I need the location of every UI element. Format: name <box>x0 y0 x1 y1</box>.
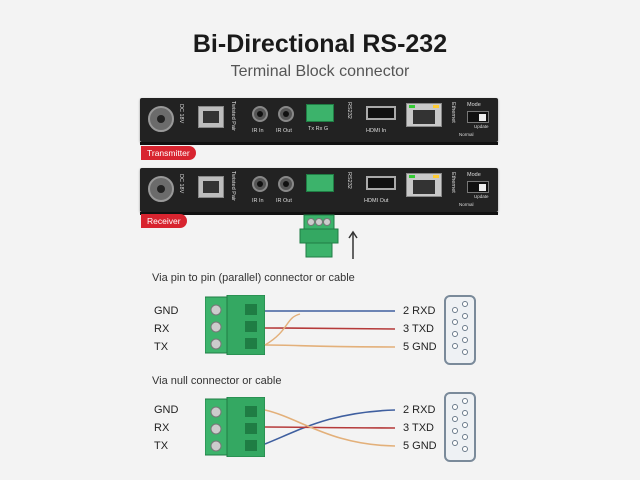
ir-in-label: IR In <box>252 128 264 134</box>
mode-label: Mode <box>467 172 481 178</box>
wire-orange-cross <box>264 313 301 346</box>
ir-out-jack <box>278 106 294 122</box>
dc-power-jack <box>148 106 174 132</box>
terminal-block-icon <box>205 295 265 355</box>
hdmi-in-port <box>366 106 396 120</box>
terminal-block-icon <box>205 397 265 457</box>
db9-label-rxd: 2 RXD <box>403 305 436 317</box>
wire-red <box>264 327 396 330</box>
wire-red <box>264 426 396 429</box>
db9-pin <box>462 325 468 331</box>
db9-pin <box>462 422 468 428</box>
receiver-device: DC 18V Twisted Pair IR In IR Out RS232 H… <box>140 168 498 215</box>
activity-led <box>433 105 439 108</box>
db9-label-gnd: 5 GND <box>403 341 437 353</box>
wire-blue <box>264 409 396 445</box>
mode-label: Mode <box>467 102 481 108</box>
update-label: Update <box>474 194 489 199</box>
tb-pins-label: Tx Rx G <box>308 126 329 132</box>
update-label: Update <box>474 124 489 129</box>
db9-pin <box>452 416 458 422</box>
db9-pin <box>452 404 458 410</box>
page-subtitle: Terminal Block connector <box>230 63 410 80</box>
ir-out-jack <box>278 176 294 192</box>
wire-orange <box>264 344 396 348</box>
mode-switch[interactable] <box>467 181 489 193</box>
hdmi-out-port <box>366 176 396 190</box>
db9-connector-icon <box>444 392 476 462</box>
db9-pin <box>452 428 458 434</box>
page-title: Bi-Directional RS-232 <box>192 30 448 58</box>
ir-in-jack <box>252 106 268 122</box>
db9-pin <box>452 331 458 337</box>
db9-pin <box>452 343 458 349</box>
arrow-up-icon <box>348 230 358 259</box>
db9-label-txd: 3 TXD <box>403 323 434 335</box>
ir-out-label: IR Out <box>276 128 292 134</box>
db9-pin <box>462 434 468 440</box>
signal-label-rx: RX <box>154 422 170 434</box>
db9-label-txd: 3 TXD <box>403 422 434 434</box>
dc-power-jack <box>148 176 174 202</box>
mode-switch[interactable] <box>467 111 489 123</box>
twisted-pair-port <box>198 106 224 128</box>
normal-label: Normal <box>459 202 474 207</box>
ir-in-jack <box>252 176 268 192</box>
ethernet-port <box>406 103 442 127</box>
db9-connector-icon <box>444 295 476 365</box>
signal-label-tx: TX <box>154 440 169 452</box>
ethernet-port <box>406 173 442 197</box>
db9-pin <box>462 337 468 343</box>
activity-led <box>433 175 439 178</box>
db9-pin <box>462 313 468 319</box>
link-led <box>409 105 415 108</box>
terminal-block-plug-icon <box>299 214 339 258</box>
db9-pin <box>462 446 468 452</box>
rs232-terminal-port <box>306 104 334 122</box>
ir-in-label: IR In <box>252 198 264 204</box>
twisted-pair-port <box>198 176 224 198</box>
parallel-caption: Via pin to pin (parallel) connector or c… <box>152 272 355 284</box>
ir-out-label: IR Out <box>276 198 292 204</box>
signal-label-tx: TX <box>154 341 169 353</box>
signal-label-gnd: GND <box>154 305 179 317</box>
normal-label: Normal <box>459 132 474 137</box>
db9-pin <box>462 398 468 404</box>
db9-pin <box>462 410 468 416</box>
db9-pin <box>462 301 468 307</box>
wire-orange <box>264 409 396 447</box>
db9-label-gnd: 5 GND <box>403 440 437 452</box>
db9-label-rxd: 2 RXD <box>403 404 436 416</box>
transmitter-tag: Transmitter <box>141 146 196 160</box>
db9-pin <box>452 319 458 325</box>
hdmi-label: HDMI In <box>366 128 387 134</box>
db9-pin <box>452 440 458 446</box>
db9-pin <box>462 349 468 355</box>
hdmi-label: HDMI Out <box>364 198 389 204</box>
transmitter-device: DC 18V Twisted Pair IR In IR Out Tx Rx G… <box>140 98 498 145</box>
signal-label-gnd: GND <box>154 404 179 416</box>
signal-label-rx: RX <box>154 323 170 335</box>
db9-pin <box>452 307 458 313</box>
rs232-terminal-port <box>306 174 334 192</box>
receiver-tag: Receiver <box>141 214 187 228</box>
null-caption: Via null connector or cable <box>152 375 282 387</box>
link-led <box>409 175 415 178</box>
